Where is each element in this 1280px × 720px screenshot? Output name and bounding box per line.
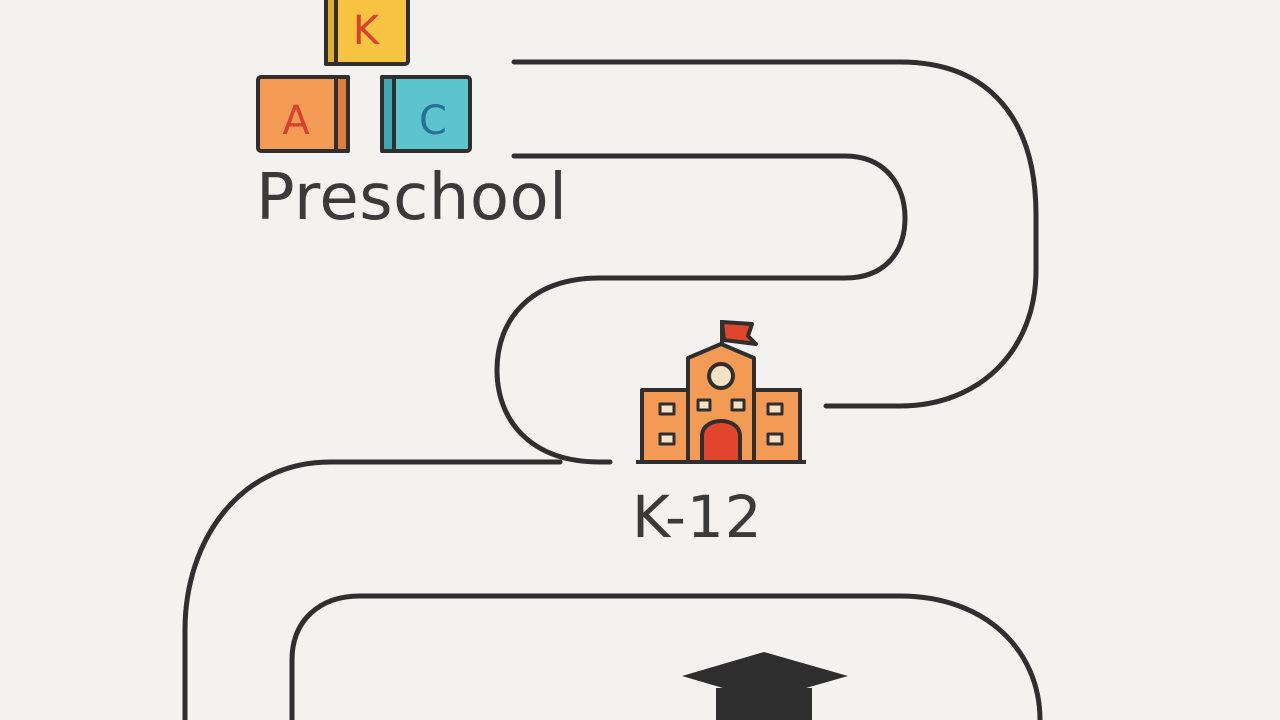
stage-label-preschool: Preschool [256, 161, 568, 235]
path-lower-outer-edge [182, 459, 563, 720]
path-lower-inner-edge [289, 593, 1043, 720]
graduation-cap-icon [682, 652, 848, 720]
right-wing [752, 388, 802, 464]
block-top-side [324, 0, 338, 66]
window [730, 398, 746, 412]
window [766, 402, 784, 416]
flag [720, 320, 758, 346]
block-right-side [380, 75, 396, 153]
stage-label-k12: K-12 [632, 483, 763, 551]
abc-blocks-icon: K A C [256, 0, 472, 153]
window [766, 432, 784, 446]
block-left-letter: A [282, 98, 310, 144]
cap-base [716, 688, 812, 720]
clock-window [707, 362, 735, 390]
winding-path [182, 59, 1043, 720]
left-wing [640, 388, 690, 464]
door [700, 419, 742, 464]
window [696, 398, 712, 412]
school-building-icon [636, 320, 806, 464]
block-left-side [334, 75, 350, 153]
window [658, 402, 676, 416]
block-top-letter: K [353, 8, 381, 54]
window [658, 432, 676, 446]
path-inner-edge [494, 153, 908, 465]
block-right-letter: C [419, 98, 447, 144]
path-outer-edge [511, 59, 1039, 409]
